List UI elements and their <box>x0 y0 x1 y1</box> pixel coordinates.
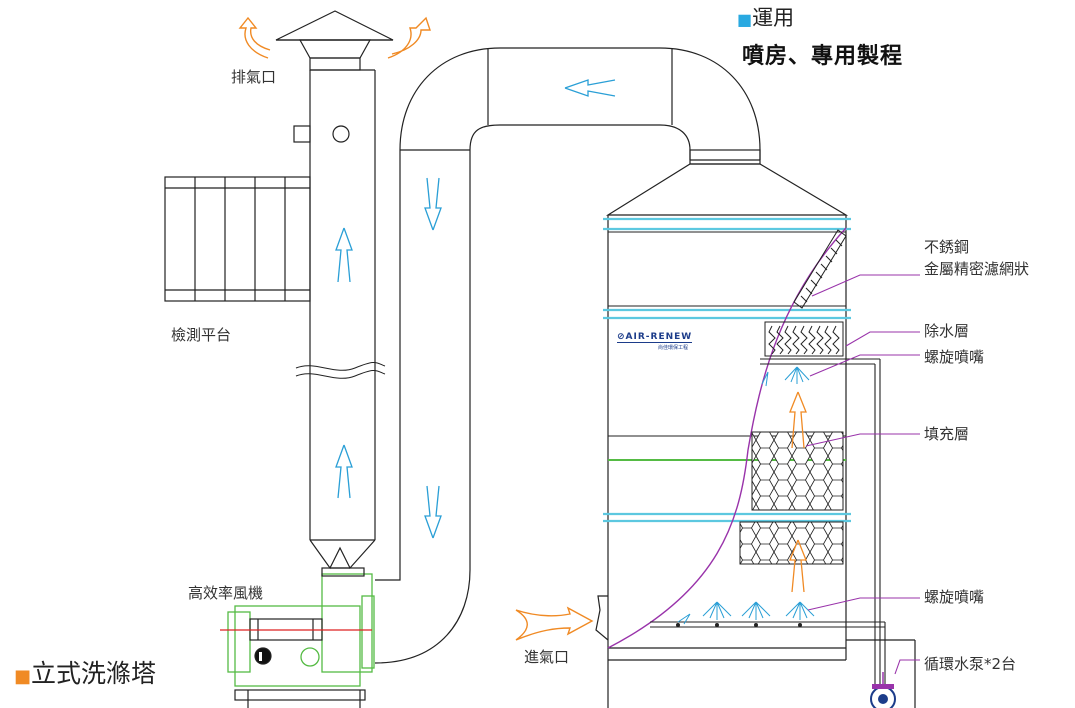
nozzle-heads <box>676 623 802 627</box>
label-stainless-line1: 不銹鋼 <box>924 238 970 256</box>
duct-flow-arrows <box>424 79 616 539</box>
fan <box>227 573 375 687</box>
demister <box>764 321 844 357</box>
inlet-arrow <box>515 606 594 641</box>
label-inlet: 進氣口 <box>524 648 570 666</box>
brand-logo-subtitle: 尚佳環保工程 <box>658 345 689 351</box>
spray-nozzles <box>677 366 815 625</box>
spray-piping <box>650 358 886 690</box>
exhaust-stack <box>275 10 394 570</box>
duct <box>374 47 761 664</box>
packing-bed-upper <box>751 431 844 511</box>
pump <box>870 672 896 708</box>
label-fan: 高效率風機 <box>188 584 264 602</box>
stainless-filter <box>793 229 847 309</box>
leader-lines <box>805 274 920 675</box>
tower-flow-arrows <box>789 391 807 593</box>
exhaust-arrows <box>238 16 431 59</box>
label-inspection-platform: 檢測平台 <box>171 326 232 344</box>
title-square-icon: ■ <box>14 666 32 687</box>
label-spray-nozzle-bottom: 螺旋噴嘴 <box>924 588 985 606</box>
label-exhaust-outlet: 排氣口 <box>231 68 277 86</box>
label-packing: 填充層 <box>924 425 970 443</box>
tower-title-text: 立式洗滌塔 <box>31 659 157 688</box>
label-spray-nozzle-top: 螺旋噴嘴 <box>924 348 985 366</box>
apply-label: 運用 <box>752 6 795 30</box>
inspection-platform <box>164 176 311 302</box>
apply-square-icon: ■ <box>737 10 753 29</box>
brand-logo: ⊘AIR-RENEW <box>617 332 693 343</box>
label-pump: 循環水泵*2台 <box>924 655 1017 673</box>
tower-title: ■立式洗滌塔 <box>14 654 156 690</box>
apply-heading: ■運用 <box>737 2 794 32</box>
label-demister: 除水層 <box>924 322 970 340</box>
brand-logo-text: AIR-RENEW <box>625 332 693 342</box>
apply-items: 噴房、專用製程 <box>742 43 904 69</box>
label-stainless-line2: 金屬精密濾網狀 <box>924 260 1030 278</box>
stack-flow-arrows <box>335 227 353 499</box>
cyan-bands <box>603 217 851 523</box>
